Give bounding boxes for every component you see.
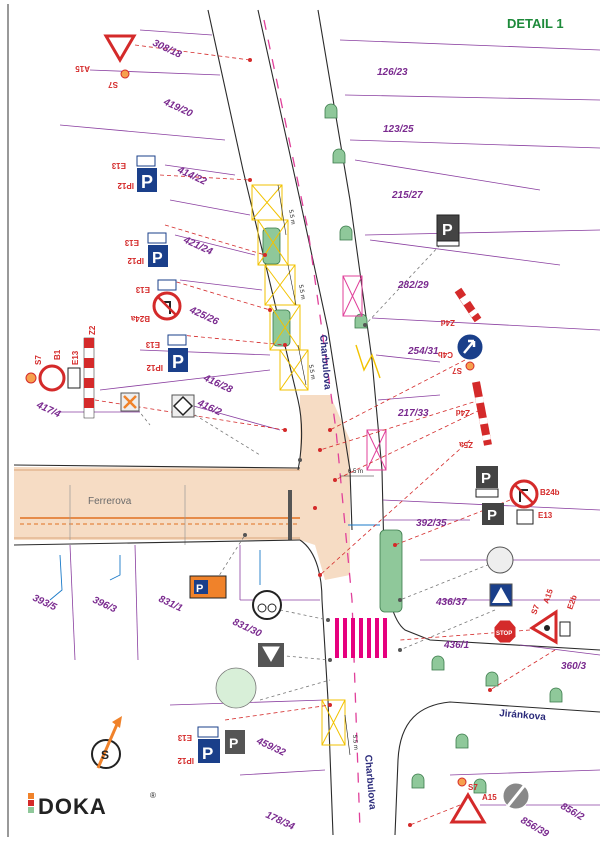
code-s7-left: S7 <box>34 355 43 365</box>
code-b24b: B24b <box>540 488 560 497</box>
barrier-z4d-upper <box>454 287 482 323</box>
svg-text:P: P <box>152 250 163 267</box>
svg-text:DOKA: DOKA <box>38 794 107 819</box>
street-label-charbulova-1: Charbulova <box>317 334 333 390</box>
dimension-label-2: 5.5 m <box>297 284 306 300</box>
code-e13-left: E13 <box>71 350 80 365</box>
code-a15-top: A15 <box>75 64 90 73</box>
svg-text:282/29: 282/29 <box>397 280 429 291</box>
code-z4d-a: Z4d <box>441 318 455 327</box>
roadwork-sign-a15-right <box>529 609 571 645</box>
svg-text:392/35: 392/35 <box>416 518 447 529</box>
yield-sign-a15-top <box>103 34 137 79</box>
svg-text:254/31: 254/31 <box>407 346 439 357</box>
dimension-label-1: 5.5 m <box>287 209 296 225</box>
svg-text:436/1: 436/1 <box>443 640 469 651</box>
construction-sign-small <box>120 392 140 412</box>
yield-priority-sign <box>258 643 284 667</box>
street-label-jirankova: Jiránkova <box>499 708 547 723</box>
code-ip12-bottom: IP12 <box>177 756 194 765</box>
street-label-charbulova-2: Charbulova <box>362 754 378 810</box>
code-z2: Z2 <box>88 325 97 335</box>
north-arrow-icon: S <box>91 716 122 769</box>
svg-text:S: S <box>101 748 109 762</box>
code-b1: B1 <box>53 349 62 360</box>
code-s7-top: S7 <box>108 80 118 89</box>
svg-text:123/25: 123/25 <box>383 124 414 135</box>
no-turn-sign-b24b <box>509 479 539 525</box>
charbulova-road <box>13 9 601 836</box>
parcel-boundaries <box>59 29 601 806</box>
priority-road-sign <box>171 394 195 418</box>
svg-text:STOP: STOP <box>496 631 512 637</box>
green-islands <box>262 103 563 794</box>
svg-text:P: P <box>481 470 491 487</box>
svg-text:126/23: 126/23 <box>377 67 408 78</box>
svg-text:217/33: 217/33 <box>397 408 429 419</box>
code-e13-d: E13 <box>145 340 160 349</box>
sign-leader-lines <box>94 44 556 826</box>
svg-text:360/3: 360/3 <box>561 661 586 672</box>
pedestrian-crossing <box>335 618 387 658</box>
code-e13-bottom: E13 <box>177 733 192 742</box>
dimension-label-4: 6.5 m <box>348 469 363 475</box>
code-s7-right: S7 <box>452 366 462 375</box>
svg-text:P: P <box>487 507 497 524</box>
code-e13-c: E13 <box>135 285 150 294</box>
pedestrian-zone-signs: STOP <box>486 546 517 644</box>
code-e13-b: E13 <box>124 238 139 247</box>
code-ip12-a: IP12 <box>117 181 134 190</box>
roundabout-island <box>215 667 257 709</box>
parking-sign-right-mid: P P <box>475 466 504 525</box>
code-e13-right: E13 <box>538 511 553 520</box>
gray-leader-lines <box>129 244 501 701</box>
no-turn-sign-b24a <box>152 279 182 321</box>
svg-text:436/37: 436/37 <box>435 597 467 608</box>
centre-line <box>263 19 361 831</box>
keep-right-sign-c4b <box>456 333 484 371</box>
svg-text:P: P <box>229 735 238 751</box>
code-c4b: C4b <box>438 350 453 359</box>
parking-sign-bottom: P P <box>197 726 245 763</box>
svg-text:P: P <box>442 222 453 239</box>
utility-lines <box>49 524 380 601</box>
work-zones <box>251 184 387 746</box>
code-s7-right2: S7 <box>529 603 541 616</box>
sign-location-dots <box>248 58 492 827</box>
roadwork-sign-a15-bottom <box>449 777 530 824</box>
code-ip12-d: IP12 <box>146 363 163 372</box>
barrier-z2-left <box>25 337 95 419</box>
svg-text:P: P <box>196 583 203 595</box>
svg-text:215/27: 215/27 <box>391 190 423 201</box>
svg-text:P: P <box>141 172 153 192</box>
detail-title: DETAIL 1 <box>507 16 564 31</box>
dimension-marks <box>277 184 374 756</box>
svg-text:P: P <box>172 352 184 372</box>
code-z5a: Z5a <box>459 440 473 449</box>
code-z4d-b: Z4d <box>456 408 470 417</box>
svg-text:P: P <box>202 744 213 763</box>
bicycle-sign <box>252 590 282 620</box>
parking-sign-right-top: P <box>436 214 460 247</box>
dimension-label-5: 5.5 m <box>351 735 358 750</box>
barrier-z4d-lower <box>472 381 492 446</box>
parking-sign-4: P <box>167 334 188 372</box>
code-b24a: B24a <box>130 314 150 323</box>
street-label-ferrerova: Ferrerova <box>88 496 132 507</box>
parking-sign-2: P <box>147 232 168 267</box>
parking-sign-1: P <box>136 155 157 192</box>
reserved-parking-plate: P <box>189 575 227 599</box>
svg-text:®: ® <box>150 791 156 800</box>
code-e13-a: E13 <box>111 161 126 170</box>
code-ip12-b: IP12 <box>127 256 144 265</box>
code-a15-bottom: A15 <box>482 793 497 802</box>
code-s7-bottom: S7 <box>468 783 478 792</box>
doka-logo: DOKA ® <box>28 791 156 819</box>
dimension-label-3: 5.5 m <box>307 364 316 380</box>
gray-location-dots <box>243 323 402 662</box>
